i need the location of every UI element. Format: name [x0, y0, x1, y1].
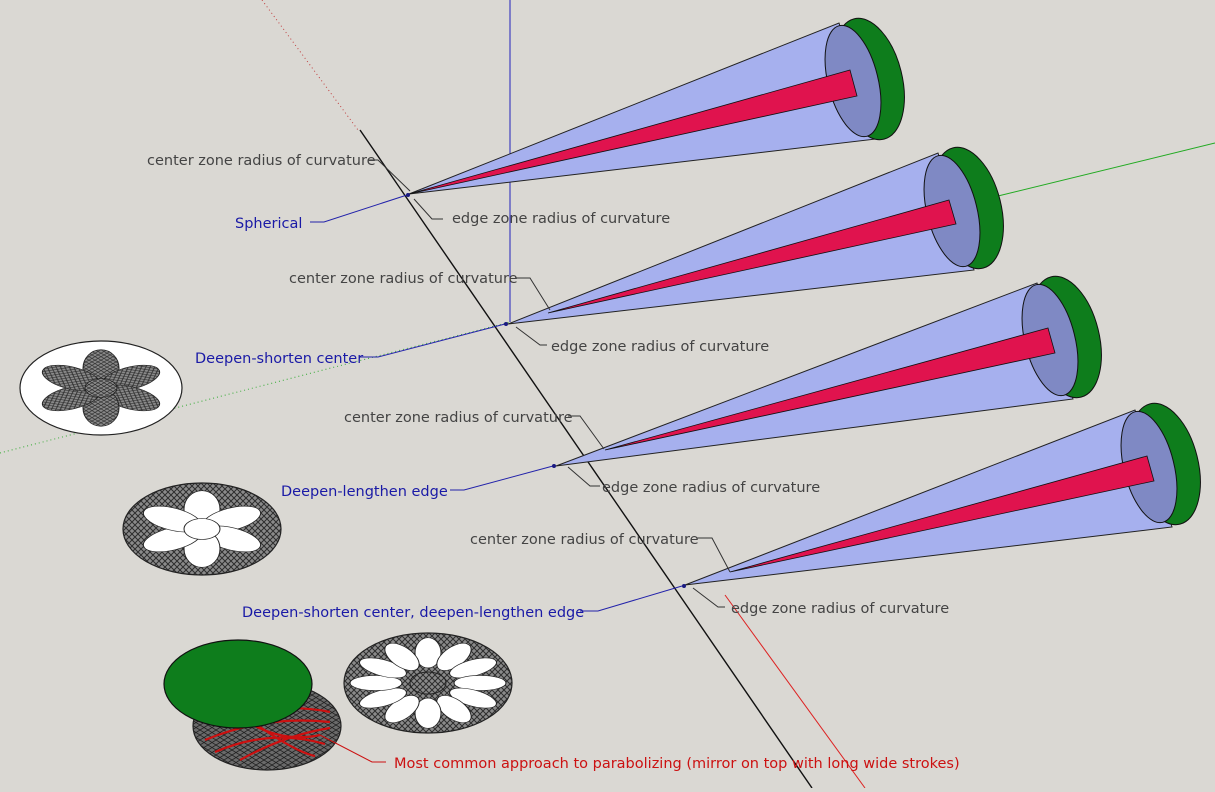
center-zone-label-1: center zone radius of curvature	[147, 153, 376, 169]
blue-leader-lines	[310, 194, 683, 612]
cone-model-deepen-shorten-center[interactable]	[507, 140, 1015, 325]
stroke-pattern-disk-3[interactable]	[343, 632, 513, 734]
center-zone-label-3: center zone radius of curvature	[344, 410, 573, 426]
stroke-pattern-disk-1[interactable]	[19, 340, 183, 436]
edge-zone-label-2: edge zone radius of curvature	[551, 339, 769, 355]
profile-label-deepen-shorten-center: Deepen-shorten center	[195, 351, 363, 367]
cone-model-combined[interactable]	[684, 396, 1212, 586]
profile-label-combined: Deepen-shorten center, deepen-lengthen e…	[242, 605, 584, 621]
edge-zone-label-1: edge zone radius of curvature	[452, 211, 670, 227]
profile-label-deepen-lengthen-edge: Deepen-lengthen edge	[281, 484, 448, 500]
cone-model-spherical[interactable]	[408, 11, 916, 195]
leader-arrowheads	[406, 193, 686, 588]
parabolizing-note: Most common approach to parabolizing (mi…	[394, 756, 960, 772]
mirror-on-tool-model[interactable]	[163, 639, 342, 771]
center-zone-label-2: center zone radius of curvature	[289, 271, 518, 287]
edge-zone-label-3: edge zone radius of curvature	[602, 480, 820, 496]
center-zone-label-4: center zone radius of curvature	[470, 532, 699, 548]
stroke-pattern-disk-2[interactable]	[122, 482, 282, 576]
gray-leader-lines	[368, 159, 731, 608]
green-axis	[997, 142, 1215, 197]
note-leader-line	[319, 734, 386, 763]
red-axis-dotted	[261, 0, 359, 131]
cone-model-deepen-lengthen-edge[interactable]	[555, 269, 1113, 467]
red-axis	[724, 594, 866, 789]
edge-zone-label-4: edge zone radius of curvature	[731, 601, 949, 617]
profile-label-spherical: Spherical	[235, 216, 302, 232]
